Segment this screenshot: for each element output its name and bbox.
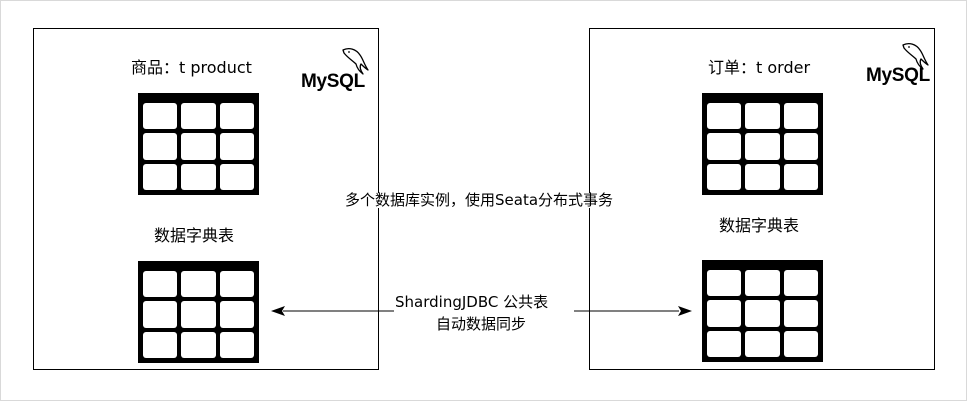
table-cell bbox=[143, 301, 178, 328]
left-mysql-logo-text: MySQL bbox=[301, 71, 365, 92]
table-cell bbox=[219, 163, 254, 190]
table-cell bbox=[181, 331, 216, 358]
table-cell bbox=[181, 271, 216, 298]
table-cell bbox=[745, 133, 780, 160]
sharding-sync-label-line1: ShardingJDBC 公共表 bbox=[393, 293, 551, 311]
table-cell bbox=[143, 133, 178, 160]
table-cell bbox=[783, 300, 818, 327]
table-cell bbox=[143, 331, 178, 358]
arrow-left-icon bbox=[271, 306, 285, 316]
left-database-title: 商品：t product bbox=[131, 58, 252, 77]
right-mysql-logo-text: MySQL bbox=[866, 65, 930, 86]
table-cell bbox=[219, 331, 254, 358]
right-database-title: 订单：t order bbox=[708, 58, 811, 77]
table-cell bbox=[707, 103, 742, 130]
table-cell bbox=[707, 270, 742, 297]
seata-transaction-label: 多个数据库实例，使用Seata分布式事务 bbox=[343, 191, 616, 209]
left-dict-table-icon bbox=[138, 261, 259, 363]
table-cell bbox=[219, 301, 254, 328]
table-cell bbox=[181, 133, 216, 160]
table-cell bbox=[783, 270, 818, 297]
mysql-dolphin-icon bbox=[902, 43, 929, 70]
table-cell bbox=[143, 103, 178, 130]
table-cell bbox=[181, 301, 216, 328]
table-cell bbox=[783, 163, 818, 190]
left-product-table-icon bbox=[138, 93, 259, 195]
arrow-right-icon bbox=[678, 306, 692, 316]
right-dict-table-label: 数据字典表 bbox=[719, 216, 800, 235]
table-cell bbox=[745, 330, 780, 357]
right-dict-table-icon bbox=[702, 260, 823, 362]
table-cell bbox=[783, 133, 818, 160]
table-cell bbox=[745, 270, 780, 297]
table-cell bbox=[181, 103, 216, 130]
right-order-table-icon bbox=[702, 93, 823, 195]
table-cell bbox=[707, 300, 742, 327]
table-cell bbox=[219, 271, 254, 298]
table-cell bbox=[143, 163, 178, 190]
table-cell bbox=[707, 330, 742, 357]
table-cell bbox=[745, 300, 780, 327]
left-dict-table-label: 数据字典表 bbox=[154, 226, 235, 245]
sharding-sync-label-line2: 自动数据同步 bbox=[434, 315, 529, 333]
table-cell bbox=[219, 103, 254, 130]
table-cell bbox=[143, 271, 178, 298]
table-cell bbox=[219, 133, 254, 160]
table-cell bbox=[783, 103, 818, 130]
table-cell bbox=[707, 133, 742, 160]
table-cell bbox=[783, 330, 818, 357]
mysql-dolphin-icon bbox=[342, 48, 369, 75]
table-cell bbox=[707, 163, 742, 190]
table-cell bbox=[181, 163, 216, 190]
table-cell bbox=[745, 163, 780, 190]
table-cell bbox=[745, 103, 780, 130]
